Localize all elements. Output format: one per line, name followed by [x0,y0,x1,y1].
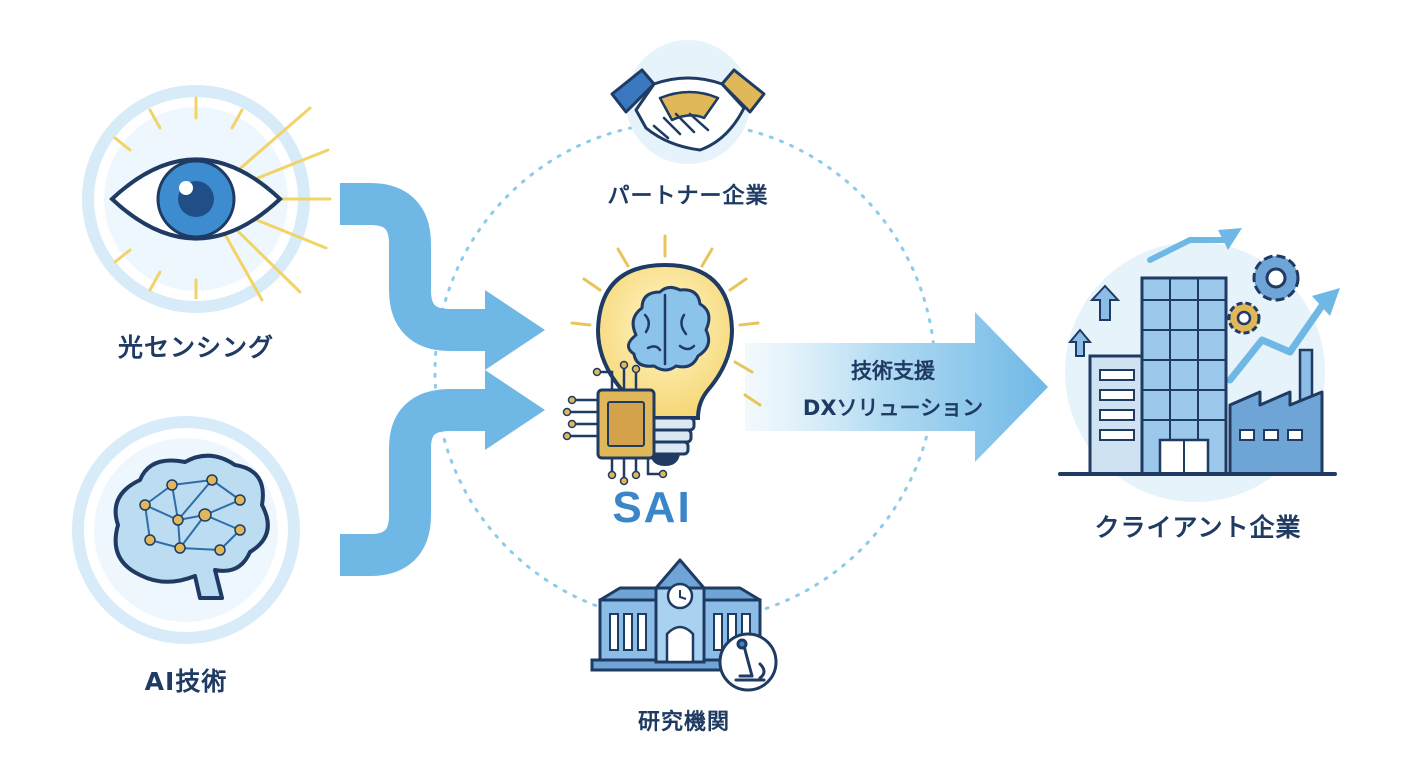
label-partner-companies: パートナー企業 [607,184,769,209]
flow-arrow-from-ai-technology [340,370,545,576]
brain-network-icon [72,416,300,644]
university-building-icon [590,558,778,692]
handshake-icon [610,40,766,164]
flow-arrow-from-optical-sensing [340,183,545,370]
output-arrow-label-line1: 技術支援 [851,359,935,383]
label-research-institutions: 研究機関 [637,710,731,735]
circuit-chip-icon [562,360,668,486]
label-optical-sensing: 光センシング [117,333,275,362]
gear-icon [1252,254,1300,302]
small-gear-icon [1227,301,1261,335]
label-sai-core: SAI [612,483,692,532]
label-ai-technology: AI技術 [144,667,228,696]
microscope-icon [734,638,766,682]
output-arrow [745,312,1048,462]
label-client-companies: クライアント企業 [1094,513,1302,542]
output-arrow-label-line2: DXソリューション [802,396,984,420]
growth-arrow-icon [1226,296,1330,384]
sai-lightbulb-icon [570,234,762,466]
client-city-icon [1058,228,1340,502]
eye-icon [82,85,332,313]
